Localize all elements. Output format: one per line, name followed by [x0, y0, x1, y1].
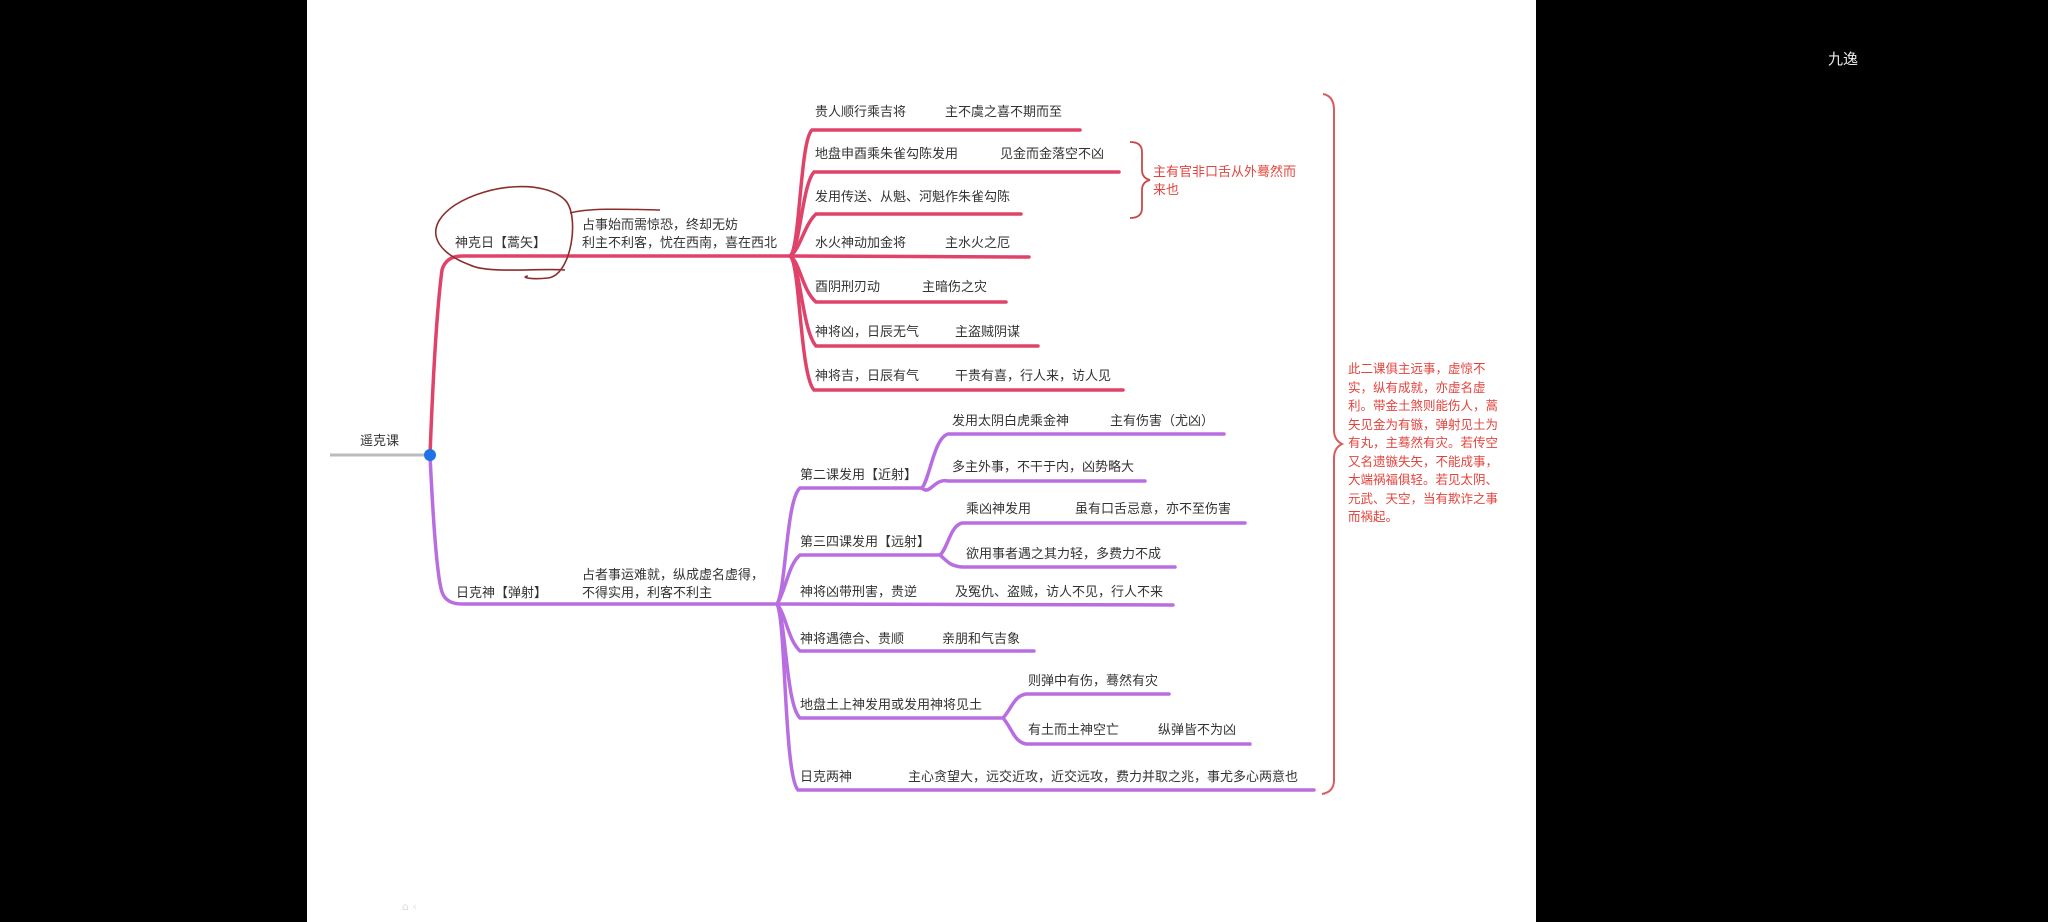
purple-item-4-result[interactable]: 亲朋和气吉象 — [942, 632, 1021, 647]
red-branch-lines — [428, 128, 1125, 457]
red-item-5-result[interactable]: 主暗伤之灾 — [922, 280, 988, 295]
red-item-7-result[interactable]: 干贵有喜，行人来，访人见 — [955, 369, 1112, 384]
root-node-label[interactable]: 遥克课 — [360, 434, 400, 449]
footer-toolbar-icon[interactable]: ⌂ ‹ — [402, 900, 417, 913]
red-item-3-cond[interactable]: 发用传送、从魁、河魁作朱雀勾陈 — [815, 190, 1011, 205]
purple-branch-lines — [428, 432, 1316, 792]
large-brace — [1321, 93, 1345, 795]
hand-drawn-underline — [569, 208, 661, 214]
purple-item-3-result[interactable]: 及冤仇、盗贼，访人不见，行人不来 — [955, 585, 1164, 600]
purple-item-5-sub-1-cond[interactable]: 则弹中有伤，蓦然有灾 — [1028, 674, 1159, 689]
red-item-4-result[interactable]: 主水火之厄 — [945, 236, 1011, 251]
purple-item-2-label[interactable]: 第三四课发用【远射】 — [800, 535, 931, 550]
branch-ri-ke-shen-label[interactable]: 日克神【弹射】 — [456, 586, 548, 601]
root-node-dot[interactable] — [424, 449, 436, 461]
purple-item-5-sub-2-result[interactable]: 纵弹皆不为凶 — [1158, 723, 1237, 738]
hand-drawn-circle — [434, 185, 574, 280]
purple-item-2-sub-1-result[interactable]: 虽有口舌忌意，亦不至伤害 — [1075, 502, 1232, 517]
branch-shen-ke-ri-label[interactable]: 神克日【蒿矢】 — [455, 236, 547, 251]
purple-item-1-sub-1-cond[interactable]: 发用太阴白虎乘金神 — [952, 414, 1070, 429]
branch-shen-ke-ri-desc-1: 占事始而需惊恐，终却无妨 — [582, 218, 739, 233]
purple-item-6-result[interactable]: 主心贪望大，远交近攻，近交远攻，费力并取之兆，事尤多心两意也 — [908, 770, 1299, 785]
brace-note: 主有官非口舌从外蓦然而来也 — [1153, 165, 1297, 198]
summary-note: 此二课俱主远事，虚惊不实，纵有成就，亦虚名虚利。带金土煞则能伤人，蒿矢见金为有镞… — [1348, 361, 1499, 524]
red-item-2-cond[interactable]: 地盘申酉乘朱雀勾陈发用 — [815, 147, 959, 162]
purple-item-4-label[interactable]: 神将遇德合、贵顺 — [800, 632, 905, 647]
red-item-2-result[interactable]: 见金而金落空不凶 — [1000, 147, 1105, 162]
branch-shen-ke-ri-desc-2: 利主不利客，忧在西南，喜在西北 — [582, 236, 778, 251]
purple-item-2-sub-2-cond[interactable]: 欲用事者遇之其力轻，多费力不成 — [966, 547, 1162, 562]
red-item-6-cond[interactable]: 神将凶，日辰无气 — [815, 325, 920, 340]
purple-item-1-label[interactable]: 第二课发用【近射】 — [800, 468, 918, 483]
branch-ri-ke-shen-desc-2: 不得实用，利客不利主 — [582, 586, 713, 601]
red-item-4-cond[interactable]: 水火神动加金将 — [815, 236, 907, 251]
red-item-7-cond[interactable]: 神将吉，日辰有气 — [815, 369, 920, 384]
purple-item-3-label[interactable]: 神将凶带刑害，贵逆 — [800, 585, 918, 600]
purple-item-6-label[interactable]: 日克两神 — [800, 770, 853, 785]
mindmap-page — [307, 0, 1536, 922]
red-item-6-result[interactable]: 主盗贼阴谋 — [955, 325, 1021, 340]
purple-item-1-sub-1-result[interactable]: 主有伤害（尤凶） — [1110, 414, 1215, 429]
purple-item-1-sub-2-cond[interactable]: 多主外事，不干于内，凶势略大 — [952, 460, 1135, 475]
purple-item-5-sub-2-cond[interactable]: 有土而土神空亡 — [1028, 723, 1120, 738]
red-item-5-cond[interactable]: 酉阴刑刃动 — [815, 280, 881, 295]
watermark: 九逸 — [1828, 50, 1859, 68]
purple-item-5-label[interactable]: 地盘土上神发用或发用神将见土 — [800, 698, 983, 713]
small-brace — [1129, 141, 1151, 219]
red-item-1-result[interactable]: 主不虞之喜不期而至 — [945, 105, 1063, 120]
purple-item-2-sub-1-cond[interactable]: 乘凶神发用 — [966, 502, 1032, 517]
branch-ri-ke-shen-desc-1: 占者事运难就，纵成虚名虚得， — [582, 568, 765, 583]
red-item-1-cond[interactable]: 贵人顺行乘吉将 — [815, 105, 907, 120]
